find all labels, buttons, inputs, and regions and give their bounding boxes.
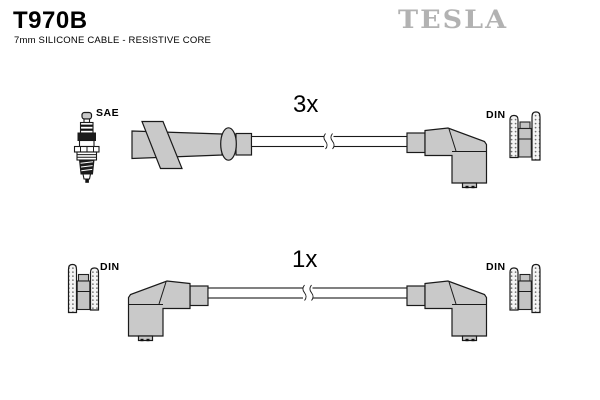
cable-row-3x: [73, 111, 541, 189]
din-connector-label: DIN: [486, 261, 506, 273]
spark-plug-icon: [73, 111, 100, 183]
straight-boot: [131, 120, 253, 170]
part-number-title: T970B: [13, 7, 88, 34]
din-connector-label: DIN: [100, 261, 120, 273]
quantity-label-3x: 3x: [293, 91, 319, 118]
elbow-boot-right: [406, 127, 488, 189]
elbow-boot-right: [406, 280, 488, 342]
din-socket-icon: [509, 111, 541, 161]
sae-connector-label: SAE: [96, 107, 120, 119]
tesla-brand-logo: TESLA: [398, 6, 509, 35]
cable-break-mark: [302, 284, 314, 301]
quantity-label-1x: 1x: [292, 246, 318, 273]
cable-break-mark: [323, 133, 335, 150]
din-socket-icon: [67, 263, 100, 314]
cable-spec-subtitle: 7mm SILICONE CABLE - RESISTIVE CORE: [14, 35, 212, 46]
din-connector-label: DIN: [486, 109, 506, 121]
elbow-boot-left: [127, 280, 209, 342]
cable-row-1x: [67, 263, 541, 342]
din-socket-icon: [509, 263, 541, 314]
